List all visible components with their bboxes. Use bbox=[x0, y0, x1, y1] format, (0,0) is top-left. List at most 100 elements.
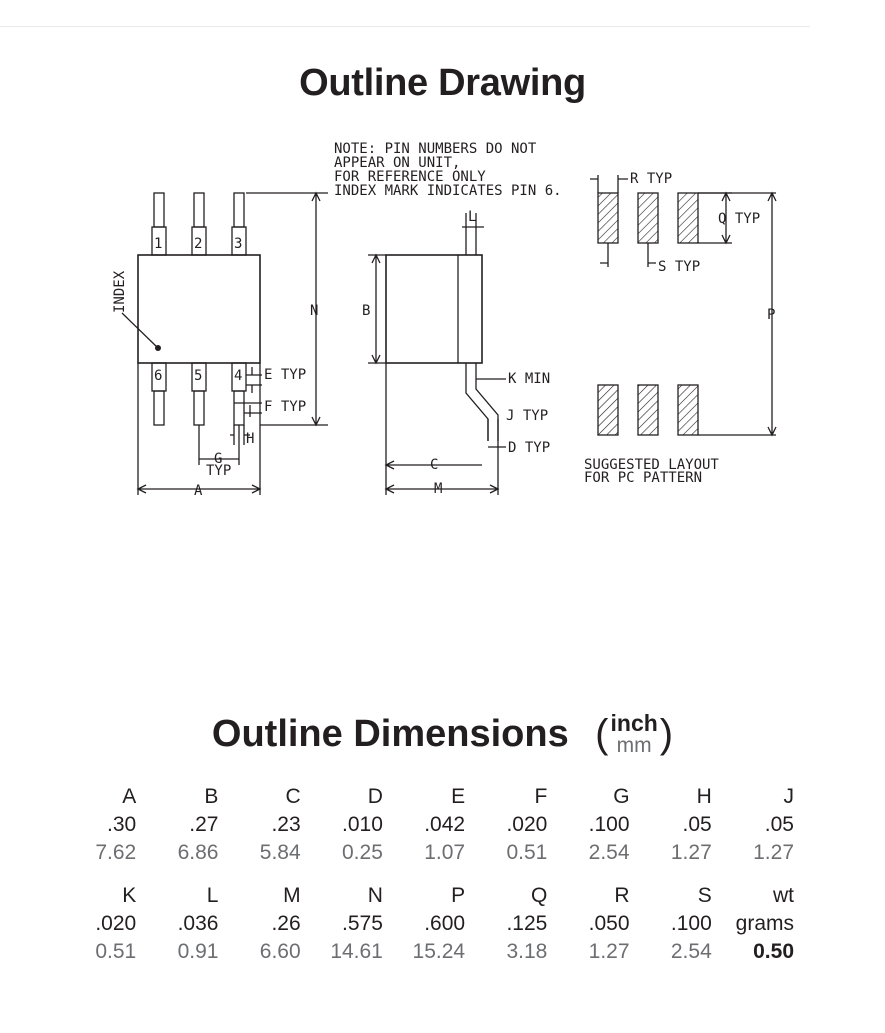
dim-mm-value: 6.86 bbox=[177, 841, 219, 864]
dim-inch-value: .020 bbox=[95, 912, 137, 935]
dim-label: K bbox=[122, 884, 137, 907]
dim-inch-value: .30 bbox=[107, 813, 137, 836]
dim-label: H bbox=[696, 785, 712, 808]
unit-mm: mm bbox=[616, 734, 652, 757]
pin-5: 5 bbox=[194, 368, 202, 384]
dim-label: B bbox=[204, 785, 219, 808]
note-line-2: APPEAR ON UNIT, bbox=[334, 155, 460, 171]
dim-inch-value: .042 bbox=[424, 813, 466, 836]
label-e-typ: E TYP bbox=[264, 367, 306, 383]
dim-inch-value: .125 bbox=[506, 912, 548, 935]
label-q-typ: Q TYP bbox=[718, 211, 760, 227]
top-bar bbox=[0, 0, 810, 27]
dim-label: A bbox=[122, 785, 137, 808]
label-s-typ: S TYP bbox=[658, 259, 700, 275]
label-h: H bbox=[246, 431, 254, 447]
pin-2: 2 bbox=[194, 236, 202, 252]
dim-label: G bbox=[613, 785, 630, 808]
pc-pads-bottom bbox=[597, 384, 699, 436]
dim-inch-value: .05 bbox=[682, 813, 712, 836]
dim-inch-value: .036 bbox=[177, 912, 219, 935]
label-r-typ: R TYP bbox=[630, 171, 672, 187]
unit-inch: inch bbox=[610, 710, 658, 736]
dim-mm-value: 0.51 bbox=[506, 841, 548, 864]
dim-label: P bbox=[451, 884, 466, 907]
dimensions-table-2: K L M N P Q R S wt .020 .036 .26 .575 .6… bbox=[60, 882, 800, 966]
dim-inch-value: .100 bbox=[588, 813, 630, 836]
note-line-1: NOTE: PIN NUMBERS DO NOT bbox=[334, 141, 537, 157]
dim-mm-value: 0.51 bbox=[95, 940, 137, 963]
dim-label: J bbox=[783, 785, 795, 808]
label-f-typ: F TYP bbox=[264, 399, 306, 415]
label-n: N bbox=[310, 303, 318, 319]
dim-label: Q bbox=[530, 884, 548, 907]
lower-pins bbox=[151, 362, 247, 426]
dim-label: F bbox=[534, 785, 548, 808]
dim-label: wt bbox=[773, 884, 794, 907]
note-line-4: INDEX MARK INDICATES PIN 6. bbox=[334, 183, 562, 199]
dim-labels-row: K L M N P Q R S wt bbox=[60, 882, 800, 910]
dim-mm-value: 5.84 bbox=[259, 841, 301, 864]
label-m: M bbox=[434, 481, 442, 497]
dim-label: C bbox=[285, 785, 301, 808]
pin-6: 6 bbox=[154, 368, 162, 384]
dim-mm-value: 0.91 bbox=[177, 940, 219, 963]
label-k-min: K MIN bbox=[508, 371, 550, 387]
index-leader bbox=[121, 312, 159, 349]
dim-inch-row: .30 .27 .23 .010 .042 .020 .100 .05 .05 bbox=[60, 811, 800, 839]
outline-drawing-title: Outline Drawing bbox=[299, 62, 586, 104]
dim-mm-value: 15.24 bbox=[412, 940, 466, 963]
label-b: B bbox=[362, 303, 370, 319]
dim-mm-value: 0.50 bbox=[753, 940, 794, 963]
units-indicator: ( inch mm ) bbox=[595, 710, 674, 757]
dim-mm-value: 14.61 bbox=[330, 940, 383, 963]
pin-4: 4 bbox=[234, 368, 242, 384]
dim-inch-value: .050 bbox=[588, 912, 630, 935]
dim-inch-value: .020 bbox=[506, 813, 548, 836]
dimensions-table-1: A B C D E F G H J .30 .27 .23 .010 .042 … bbox=[60, 783, 800, 867]
dim-label: L bbox=[206, 884, 219, 907]
side-lead bbox=[465, 363, 499, 441]
paren-close: ) bbox=[659, 712, 674, 756]
dim-inch-value: .27 bbox=[189, 813, 219, 836]
package-body-side-view bbox=[385, 254, 483, 364]
dim-mm-value: 2.54 bbox=[588, 841, 630, 864]
dim-mm-value: 1.07 bbox=[424, 841, 466, 864]
pin-1: 1 bbox=[154, 236, 162, 252]
dim-label: E bbox=[451, 785, 466, 808]
dim-mm-value: 7.62 bbox=[95, 841, 137, 864]
note-line-3: FOR REFERENCE ONLY bbox=[334, 169, 486, 185]
dim-inch-row: .020 .036 .26 .575 .600 .125 .050 .100 g… bbox=[60, 910, 800, 938]
dim-inch-value: .600 bbox=[424, 912, 466, 935]
dim-mm-row: 7.62 6.86 5.84 0.25 1.07 0.51 2.54 1.27 … bbox=[60, 839, 800, 867]
dim-mm-row: 0.51 0.91 6.60 14.61 15.24 3.18 1.27 2.5… bbox=[60, 938, 800, 966]
label-g: G bbox=[214, 451, 222, 467]
dim-mm-value: 3.18 bbox=[506, 940, 548, 963]
dim-mm-value: 6.60 bbox=[259, 940, 301, 963]
dim-labels-row: A B C D E F G H J bbox=[60, 783, 800, 811]
layout-caption-1: SUGGESTED LAYOUT bbox=[584, 457, 719, 473]
label-j-typ: J TYP bbox=[506, 408, 548, 424]
dim-inch-value: .575 bbox=[342, 912, 383, 935]
upper-pins bbox=[151, 192, 247, 256]
outline-dimensions-heading: Outline Dimensions ( inch mm ) bbox=[0, 710, 885, 757]
label-d-typ: D TYP bbox=[508, 440, 550, 456]
dim-inch-value: .100 bbox=[670, 912, 712, 935]
pin-3: 3 bbox=[234, 236, 242, 252]
label-l: L bbox=[468, 209, 476, 225]
label-a: A bbox=[194, 483, 203, 499]
dim-inch-value: .23 bbox=[271, 813, 301, 836]
paren-open: ( bbox=[595, 712, 609, 756]
pc-pads-top bbox=[597, 192, 699, 244]
dim-label: M bbox=[283, 884, 301, 907]
dim-label: R bbox=[614, 884, 630, 907]
dim-label: D bbox=[367, 785, 383, 808]
dim-inch-value: .010 bbox=[342, 813, 383, 836]
outline-drawing: NOTE: PIN NUMBERS DO NOT APPEAR ON UNIT,… bbox=[112, 141, 777, 499]
dim-mm-value: 2.54 bbox=[670, 940, 712, 963]
dim-label: N bbox=[367, 884, 383, 907]
label-p: P bbox=[767, 307, 775, 323]
layout-caption-2: FOR PC PATTERN bbox=[584, 470, 702, 486]
unit-fraction: inch mm bbox=[610, 710, 658, 757]
dim-mm-value: 1.27 bbox=[753, 841, 794, 864]
